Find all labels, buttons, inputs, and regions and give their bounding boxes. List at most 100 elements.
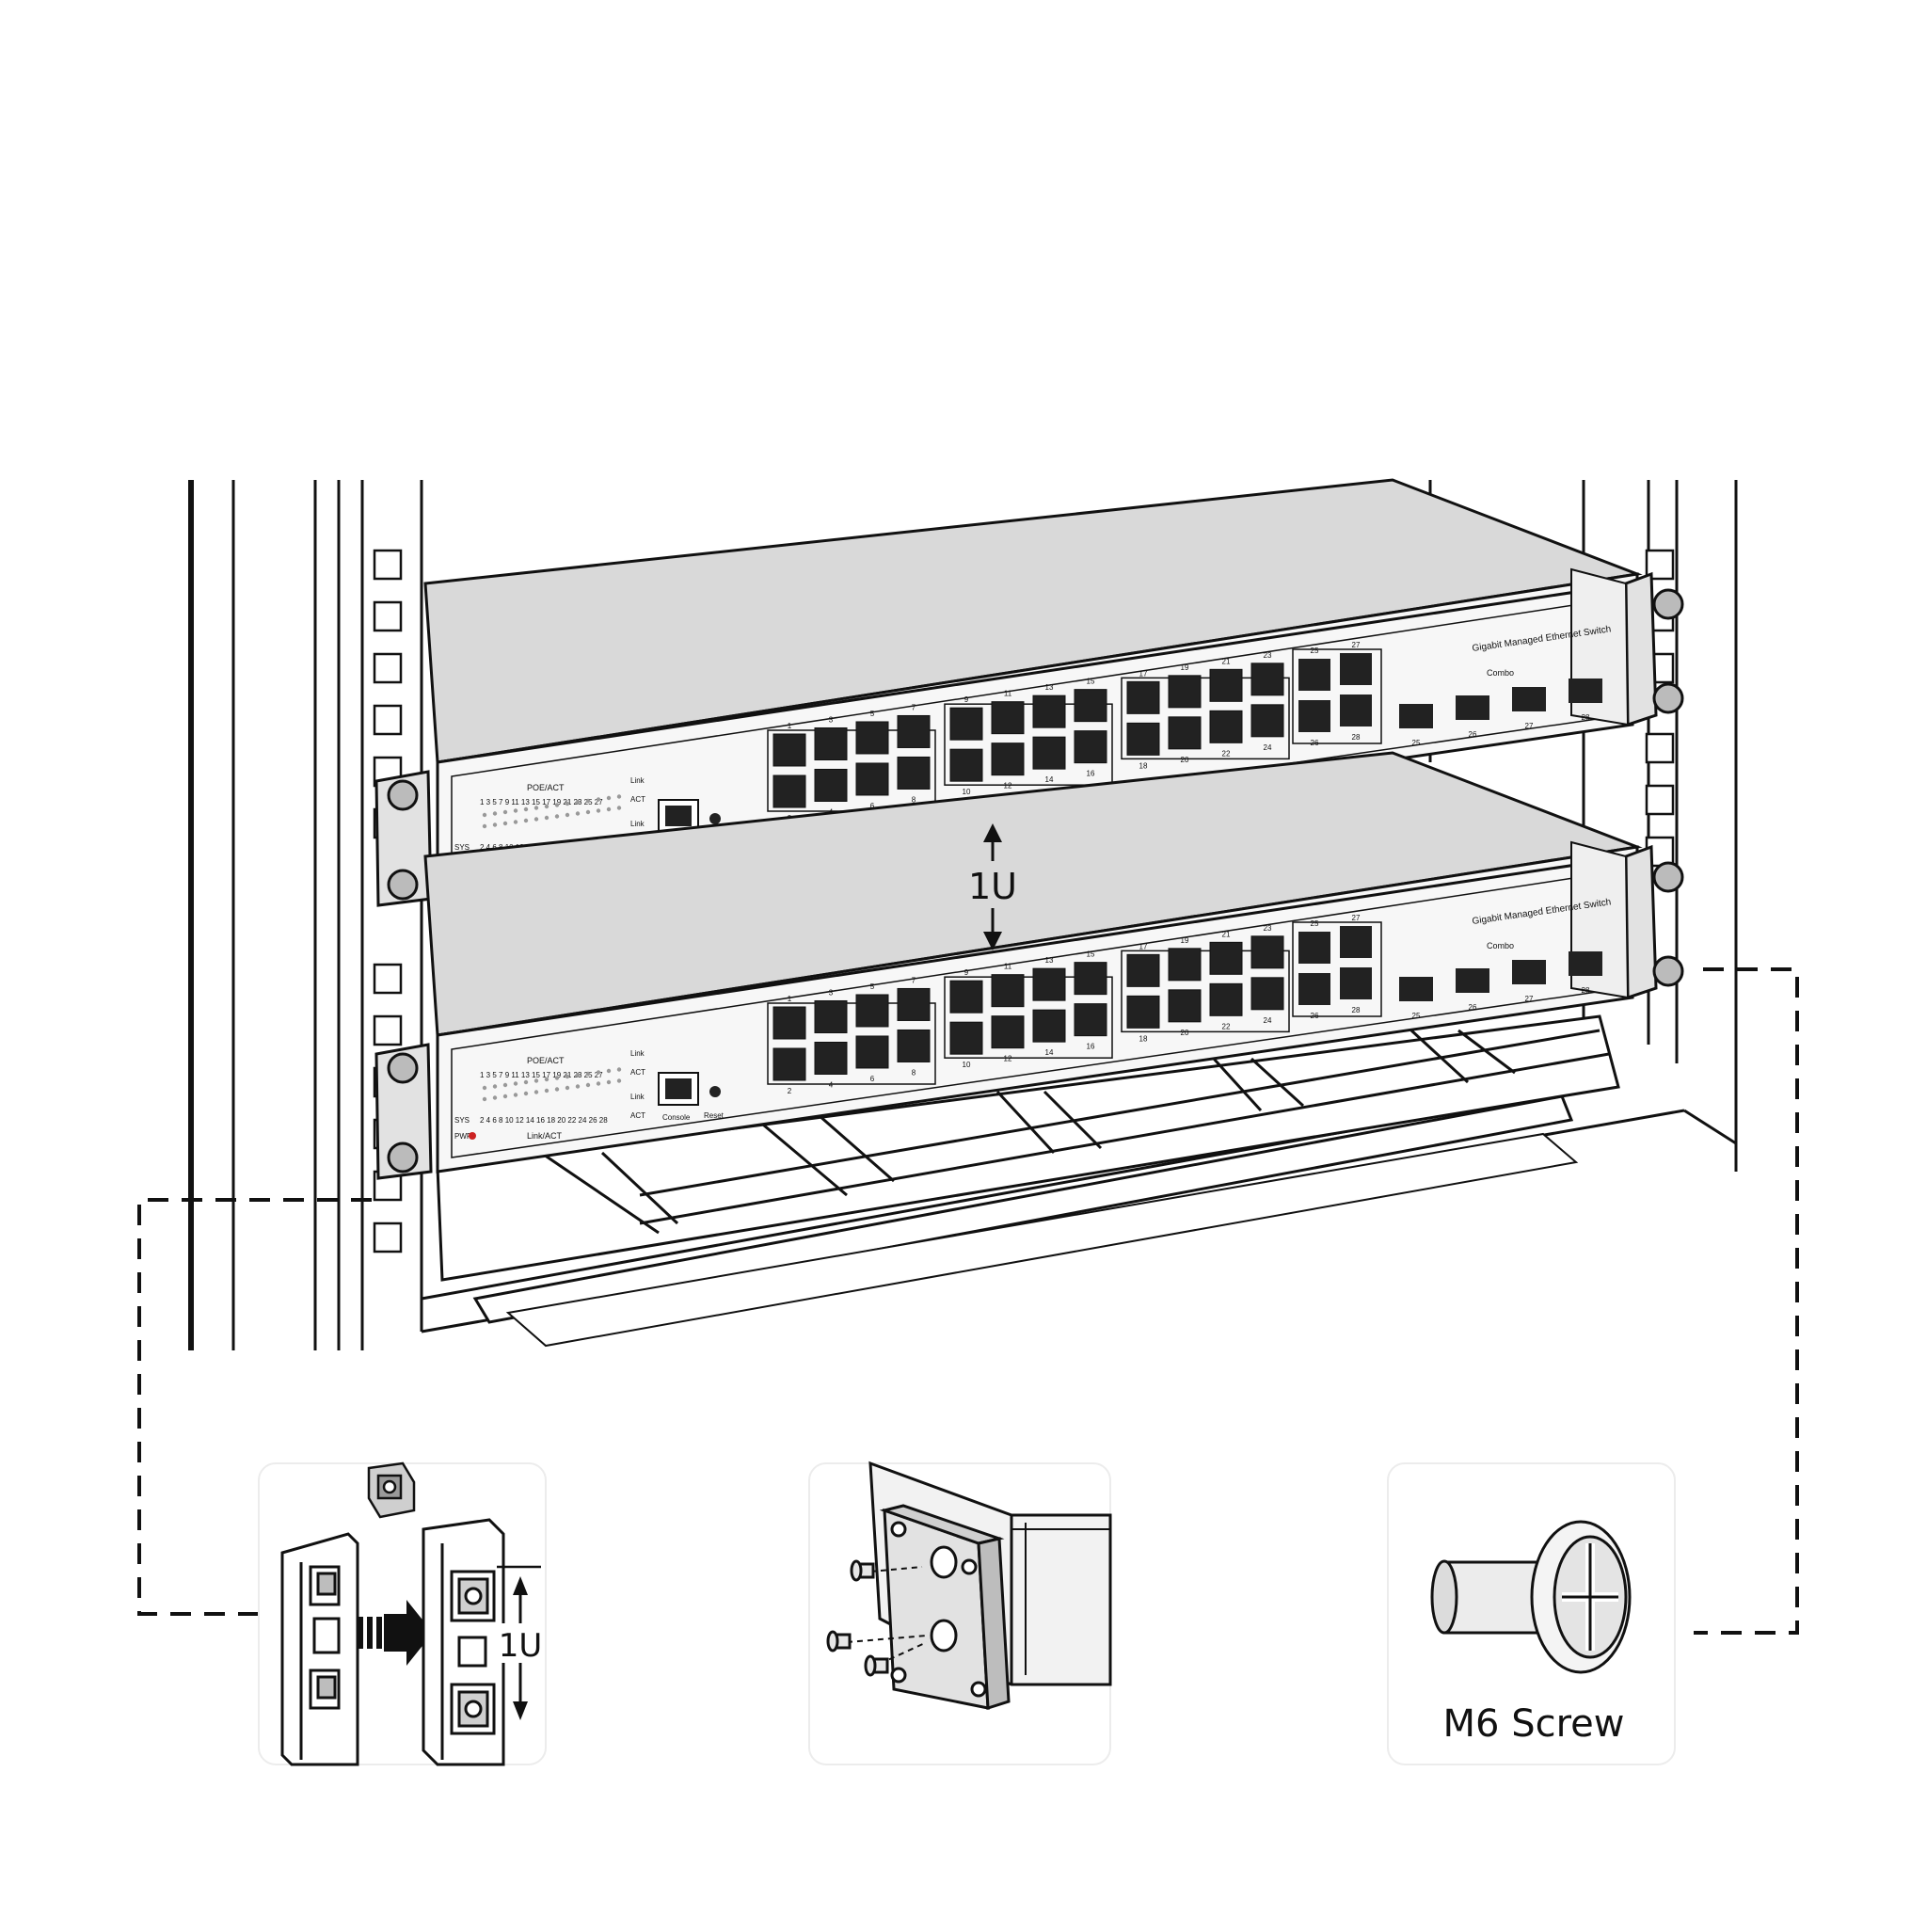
rj45-port (1209, 982, 1243, 1016)
port-number: 8 (912, 795, 916, 804)
status-led (513, 820, 518, 824)
combo-port-frame (1292, 921, 1382, 1017)
rj45-port (897, 714, 931, 748)
cage-nut-1u-label: 1U (499, 1627, 543, 1665)
rj45-port (949, 707, 983, 741)
status-led (575, 800, 581, 805)
port-number: 17 (1139, 669, 1148, 678)
rj45-port (1250, 663, 1284, 696)
rj45-port (1209, 941, 1243, 975)
rj45-port (855, 721, 889, 755)
poe-act-label: POE/ACT (527, 1056, 565, 1065)
1u-spacing-label: 1U (968, 866, 1017, 907)
reset-label: Reset (704, 1111, 725, 1120)
ear-screw (387, 779, 419, 811)
sfp-port (1399, 704, 1433, 728)
status-led (513, 1093, 518, 1097)
ear-screw (1652, 588, 1684, 620)
status-led (544, 815, 549, 821)
leader-line-right (1694, 967, 1799, 1635)
combo-rj45-port (1340, 695, 1372, 726)
status-led (585, 798, 591, 804)
ear-screw (1652, 861, 1684, 893)
reset-button (709, 1086, 721, 1097)
rj45-port (1209, 668, 1243, 702)
status-led (616, 1067, 622, 1072)
sfp-number: 25 (1412, 739, 1421, 747)
port-number: 8 (912, 1068, 916, 1077)
rj45-port (855, 1035, 889, 1069)
link-label: Link (630, 776, 645, 785)
port-number: 15 (1087, 678, 1095, 686)
m6-screw-detail: M6 Screw (1387, 1462, 1676, 1765)
port-number: 25 (1311, 919, 1319, 928)
sfp-number: 26 (1469, 730, 1477, 739)
sfp-number: 28 (1582, 986, 1590, 995)
combo-label: Combo (1487, 941, 1514, 950)
rj45-port (991, 742, 1025, 776)
port-number: 24 (1264, 1016, 1272, 1025)
ear-screw (1652, 682, 1684, 714)
status-led (523, 806, 529, 812)
link-label: Link (630, 820, 645, 828)
port-number: 19 (1181, 936, 1189, 945)
rj45-port (897, 1029, 931, 1062)
port-number: 4 (829, 1080, 834, 1089)
rj45-port (814, 768, 848, 802)
ear-screw (1652, 955, 1684, 987)
port-number: 18 (1139, 1034, 1148, 1043)
rack-ear-left (374, 1043, 433, 1180)
port-number: 21 (1222, 657, 1231, 665)
rj45-port (1126, 722, 1160, 756)
console-label: Console (662, 1113, 691, 1122)
combo-rj45-port (1340, 967, 1372, 999)
sfp-port (1456, 968, 1489, 993)
sfp-number: 28 (1582, 713, 1590, 722)
link-act-label: Link/ACT (527, 1131, 563, 1141)
rj45-port (949, 1021, 983, 1055)
port-number: 14 (1045, 1048, 1054, 1057)
port-number: 24 (1264, 743, 1272, 752)
rj45-port-bank: 1234567891011121314151617181920212223242… (767, 641, 1382, 822)
status-led (523, 1091, 529, 1096)
port-number: 23 (1264, 651, 1272, 660)
status-led (523, 818, 529, 823)
rj45-port (1168, 989, 1202, 1023)
poe-act-label: POE/ACT (527, 783, 565, 792)
port-number: 20 (1181, 756, 1189, 764)
rj45-port (1074, 962, 1107, 996)
ear-screw (387, 1142, 419, 1174)
reset-button (709, 813, 721, 824)
rack-hole (373, 652, 403, 684)
status-led (482, 823, 487, 829)
port-number: 1 (788, 722, 792, 730)
status-led (616, 1078, 622, 1083)
port-number: 13 (1045, 683, 1054, 692)
port-number: 12 (1004, 782, 1012, 790)
status-led (575, 1084, 581, 1089)
port-number: 22 (1222, 749, 1231, 758)
rack-shelf (436, 1014, 1620, 1282)
rj45-port (1074, 1003, 1107, 1037)
rj45-port (1074, 730, 1107, 764)
link-label: Link (630, 1049, 645, 1058)
status-led (502, 1094, 508, 1099)
status-led (585, 809, 591, 815)
port-group-frame (944, 703, 1113, 786)
status-led (565, 1085, 570, 1091)
rack-hole (1645, 784, 1675, 816)
rj45-port (991, 701, 1025, 735)
cage-nut-icon (367, 1461, 416, 1519)
status-led (554, 803, 560, 807)
rack-ear-left (374, 770, 433, 907)
port-number: 13 (1045, 956, 1054, 965)
port-number: 25 (1311, 647, 1319, 655)
rack-hole (373, 704, 403, 736)
rack-frame (188, 480, 1738, 1350)
status-led (502, 1082, 508, 1088)
rj45-port (1168, 716, 1202, 750)
status-led (554, 814, 560, 819)
